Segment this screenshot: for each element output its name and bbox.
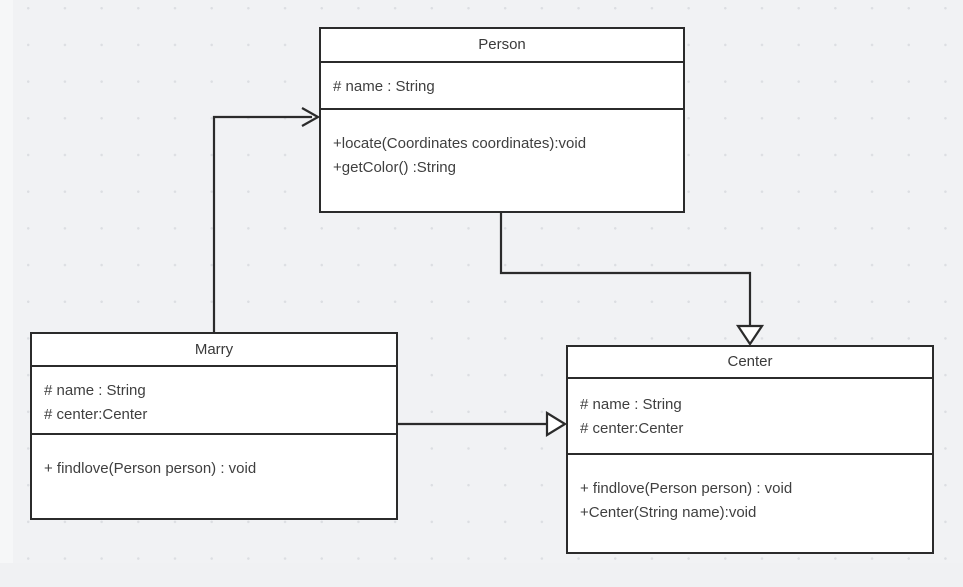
- relationship-marry-to-person[interactable]: [212, 107, 321, 332]
- attribute-row: # center:Center: [580, 420, 684, 438]
- operation-row: +locate(Coordinates coordinates):void: [333, 135, 587, 152]
- class-name-center: Center: [568, 347, 932, 379]
- uml-class-center[interactable]: Center # name : String # center:Center +…: [566, 345, 934, 554]
- operations-compartment-center: + findlove(Person person) : void +Center…: [568, 455, 932, 552]
- operation-row: + findlove(Person person) : void: [580, 480, 793, 497]
- attributes-compartment-person: # name : String: [321, 63, 683, 110]
- operations-compartment-marry: + findlove(Person person) : void: [32, 435, 396, 518]
- relationship-marry-to-center[interactable]: [398, 411, 568, 437]
- relationship-person-to-center[interactable]: [499, 213, 765, 346]
- class-name-person: Person: [321, 29, 683, 63]
- attributes-compartment-center: # name : String # center:Center: [568, 379, 932, 455]
- operations-compartment-person: +locate(Coordinates coordinates):void +g…: [321, 110, 683, 211]
- class-name-marry: Marry: [32, 334, 396, 367]
- operation-row: +Center(String name):void: [580, 504, 757, 522]
- operation-row: + findlove(Person person) : void: [44, 460, 257, 477]
- attribute-row: # name : String: [333, 78, 435, 95]
- attribute-row: # name : String: [44, 382, 146, 399]
- attribute-row: # name : String: [580, 396, 682, 413]
- operation-row: +getColor() :String: [333, 159, 456, 177]
- uml-class-marry[interactable]: Marry # name : String # center:Center + …: [30, 332, 398, 520]
- attributes-compartment-marry: # name : String # center:Center: [32, 367, 396, 435]
- attribute-row: # center:Center: [44, 406, 148, 424]
- uml-class-person[interactable]: Person # name : String +locate(Coordinat…: [319, 27, 685, 213]
